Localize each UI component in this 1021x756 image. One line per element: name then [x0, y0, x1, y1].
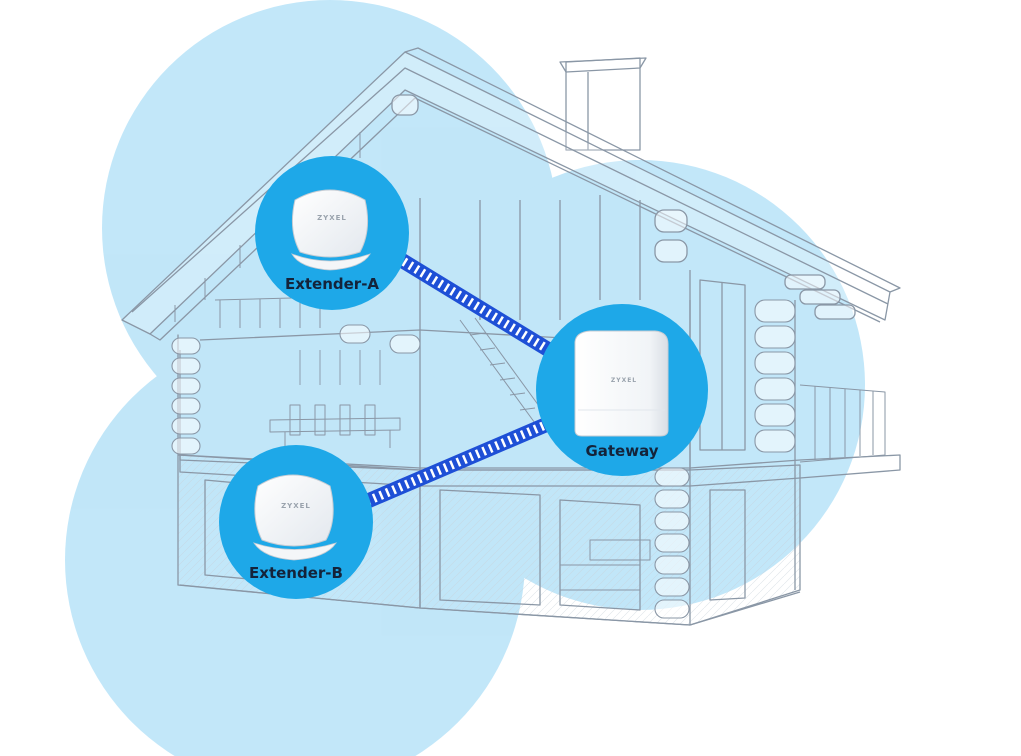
- node-label: Gateway: [585, 442, 658, 460]
- brand-logo: ZYXEL: [611, 377, 637, 384]
- node-gateway: ZYXEL Gateway: [536, 304, 708, 476]
- node-label: Extender-A: [285, 275, 379, 293]
- brand-logo: ZYXEL: [281, 502, 311, 510]
- brand-logo: ZYXEL: [317, 214, 347, 222]
- mesh-gateway-icon: ZYXEL: [575, 331, 668, 436]
- node-label: Extender-B: [249, 564, 343, 582]
- node-extender-a: ZYXEL Extender-A: [255, 156, 409, 310]
- node-extender-b: ZYXEL Extender-B: [219, 445, 373, 599]
